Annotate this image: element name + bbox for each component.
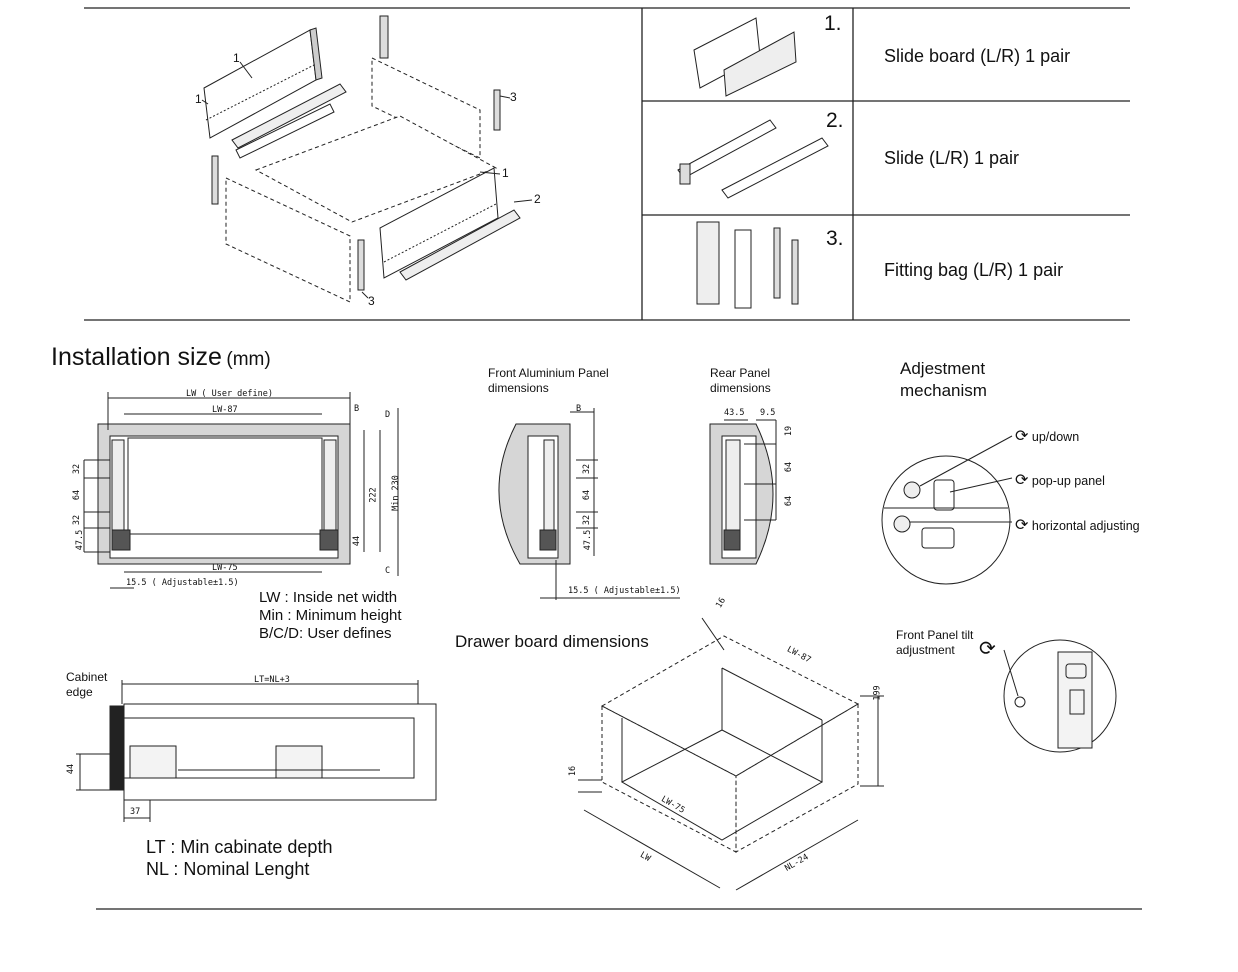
callout-3a: 3 bbox=[510, 90, 517, 104]
tilt-rotate-icon: ⟳ bbox=[979, 638, 996, 660]
rp-dim-64a: 64 bbox=[784, 461, 795, 473]
rotate-icon: ⟳ bbox=[1015, 517, 1029, 534]
dim-lw75: LW-75 bbox=[212, 563, 238, 573]
callout-2: 2 bbox=[534, 192, 541, 206]
dim-64: 64 bbox=[72, 489, 83, 501]
dim-47-5: 47.5 bbox=[75, 529, 86, 551]
dim-lw: LW ( User define) bbox=[186, 389, 273, 399]
mechanism-title-l2: mechanism bbox=[900, 381, 987, 400]
dim-c: C bbox=[385, 566, 391, 576]
callout-1c: 1 bbox=[502, 166, 509, 180]
part-1-label: Slide board (L/R) 1 pair bbox=[884, 46, 1071, 66]
cabinet-edge-l2: edge bbox=[66, 685, 93, 699]
fp-dim-47-5: 47.5 bbox=[583, 529, 594, 551]
fp-dim-64: 64 bbox=[582, 489, 593, 501]
tilt-caption-l2: adjustment bbox=[896, 643, 955, 657]
dim-lt: LT=NL+3 bbox=[254, 675, 290, 685]
dim-b: B bbox=[354, 404, 360, 414]
rear-panel-caption-l1: Rear Panel bbox=[710, 366, 771, 380]
part-3-label: Fitting bag (L/R) 1 pair bbox=[884, 260, 1064, 280]
part-2-label: Slide (L/R) 1 pair bbox=[884, 148, 1020, 168]
mech-item-popup: ⟳ pop-up panel bbox=[1015, 470, 1105, 490]
mech-item-updown-label: up/down bbox=[1031, 430, 1080, 444]
rear-panel-caption-l2: dimensions bbox=[710, 381, 771, 395]
slide-illustration bbox=[677, 119, 829, 199]
db-dim-199: 199 bbox=[872, 685, 883, 701]
front-view-legend: LW : Inside net width Min : Minimum heig… bbox=[259, 589, 402, 643]
legend-lt: LT : Min cabinate depth bbox=[146, 837, 333, 857]
installation-title-text: Installation size bbox=[51, 343, 222, 371]
dim-32a: 32 bbox=[72, 463, 83, 475]
front-panel-caption: Front Aluminium Panel dimensions bbox=[488, 366, 609, 396]
fp-dim-32b: 32 bbox=[582, 514, 593, 526]
rear-panel-section bbox=[709, 419, 777, 565]
front-panel-caption-l2: dimensions bbox=[488, 381, 549, 395]
mechanism-detail bbox=[881, 435, 1013, 585]
dim-32b: 32 bbox=[72, 514, 83, 526]
tilt-caption: Front Panel tilt adjustment bbox=[896, 628, 973, 658]
legend-nl: NL : Nominal Lenght bbox=[146, 859, 310, 879]
mechanism-title-l1: Adjestment bbox=[900, 359, 986, 378]
callout-1b: 1 bbox=[195, 92, 202, 106]
part-3-number: 3. bbox=[826, 227, 844, 250]
installation-title: Installation size (mm) bbox=[51, 343, 271, 372]
rp-dim-9-5: 9.5 bbox=[760, 408, 776, 418]
cabinet-edge-l1: Cabinet bbox=[66, 670, 108, 684]
legend-min: Min : Minimum height bbox=[259, 607, 402, 624]
mech-item-horizontal: ⟳ horizontal adjusting bbox=[1015, 515, 1140, 535]
front-view-section bbox=[83, 392, 399, 589]
legend-bcd: B/C/D: User defines bbox=[259, 625, 392, 642]
rp-dim-43-5: 43.5 bbox=[724, 408, 745, 418]
rp-dim-64b: 64 bbox=[784, 495, 795, 507]
callout-1a: 1 bbox=[233, 51, 240, 65]
cabinet-edge-label: Cabinet edge bbox=[66, 670, 107, 700]
fitting-bag-illustration bbox=[696, 221, 799, 309]
sv-dim-44: 44 bbox=[66, 763, 77, 775]
dim-44: 44 bbox=[352, 535, 363, 547]
mech-item-popup-label: pop-up panel bbox=[1031, 474, 1105, 488]
dim-lw87: LW-87 bbox=[212, 405, 238, 415]
front-panel-caption-l1: Front Aluminium Panel bbox=[488, 366, 609, 380]
rotate-icon: ⟳ bbox=[1015, 472, 1029, 489]
drawer-board-drawing bbox=[578, 617, 884, 891]
dim-222: 222 bbox=[368, 487, 379, 503]
mechanism-title: Adjestment mechanism bbox=[900, 358, 987, 402]
dim-d: D bbox=[385, 410, 391, 420]
front-panel-section bbox=[498, 408, 680, 600]
legend-lw: LW : Inside net width bbox=[259, 589, 398, 606]
rotate-icon: ⟳ bbox=[1015, 428, 1029, 445]
mech-item-updown: ⟳ up/down bbox=[1015, 426, 1079, 446]
slide-board-illustration bbox=[693, 17, 797, 97]
part-2-number: 2. bbox=[826, 109, 844, 132]
parts-table-frame bbox=[84, 7, 1130, 321]
rear-panel-caption: Rear Panel dimensions bbox=[710, 366, 771, 396]
fp-dim-adjustable: 15.5 ( Adjustable±1.5) bbox=[568, 586, 681, 596]
rp-dim-19: 19 bbox=[784, 425, 795, 437]
tilt-caption-l1: Front Panel tilt bbox=[896, 628, 974, 642]
dim-min230: Min 230 bbox=[390, 475, 401, 511]
mech-item-horizontal-label: horizontal adjusting bbox=[1031, 519, 1140, 533]
installation-unit: (mm) bbox=[226, 349, 271, 370]
side-view bbox=[76, 680, 437, 822]
fp-dim-32a: 32 bbox=[582, 463, 593, 475]
drawer-board-title: Drawer board dimensions bbox=[455, 632, 649, 651]
callout-3b: 3 bbox=[368, 294, 375, 308]
exploded-drawer-view bbox=[201, 15, 533, 303]
part-1-number: 1. bbox=[824, 12, 842, 35]
fp-dim-b: B bbox=[576, 404, 582, 414]
tilt-detail bbox=[1003, 639, 1117, 753]
sv-dim-37: 37 bbox=[130, 807, 141, 817]
side-view-legend: LT : Min cabinate depth NL : Nominal Len… bbox=[146, 836, 332, 880]
db-dim-16b: 16 bbox=[568, 765, 579, 777]
dim-adjustable: 15.5 ( Adjustable±1.5) bbox=[126, 578, 239, 588]
